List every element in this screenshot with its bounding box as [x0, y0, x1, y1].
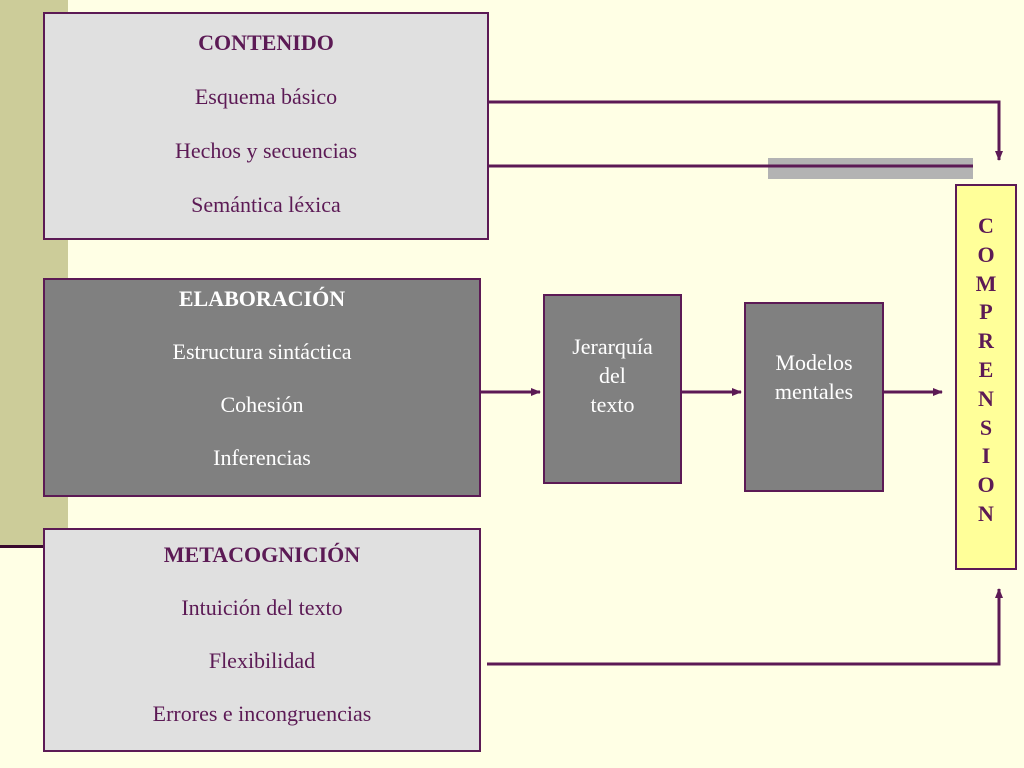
- comprension-letter: R: [978, 328, 994, 354]
- metacognicion-item-errores: Errores e incongruencias: [152, 701, 372, 726]
- left-decor-line: [0, 545, 44, 548]
- modelos-line-1: Modelos: [775, 350, 853, 375]
- modelos-line-2: mentales: [774, 379, 854, 404]
- comprension-letter: O: [977, 241, 995, 267]
- contenido-box: CONTENIDO Esquema básico Hechos y secuen…: [43, 12, 489, 240]
- comprension-letter: C: [978, 213, 994, 238]
- comprension-letter: O: [977, 472, 995, 498]
- elaboracion-item-cohesion: Cohesión: [220, 392, 304, 417]
- jerarquia-box: Jerarquía del texto: [543, 294, 682, 484]
- contenido-title: CONTENIDO: [198, 30, 334, 55]
- modelos-box: Modelos mentales: [744, 302, 884, 492]
- comprension-letter: S: [979, 414, 993, 440]
- comprension-letter: I: [981, 443, 991, 469]
- metacognicion-box: METACOGNICIÓN Intuición del texto Flexib…: [43, 528, 481, 752]
- comprension-box: C O M P R E N S I O N: [955, 184, 1017, 570]
- contenido-item-esquema: Esquema básico: [194, 84, 338, 109]
- jerarquia-line-1: Jerarquía: [572, 333, 653, 359]
- contenido-item-semantica: Semántica léxica: [191, 192, 341, 217]
- metacognicion-item-intuicion: Intuición del texto: [181, 595, 343, 620]
- comprension-letter: N: [978, 385, 994, 411]
- comprension-letter: M: [975, 270, 997, 296]
- contenido-item-hechos: Hechos y secuencias: [174, 138, 358, 163]
- jerarquia-line-2: del: [599, 362, 626, 388]
- metacognicion-title: METACOGNICIÓN: [163, 542, 361, 567]
- elaboracion-title: ELABORACIÓN: [178, 286, 346, 311]
- elaboracion-item-inferencias: Inferencias: [213, 445, 311, 470]
- elaboracion-item-estructura: Estructura sintáctica: [172, 339, 352, 364]
- comprension-letter: N: [978, 500, 994, 526]
- metacognicion-item-flexibilidad: Flexibilidad: [208, 648, 316, 673]
- gray-bar: [768, 158, 973, 179]
- elaboracion-box: ELABORACIÓN Estructura sintáctica Cohesi…: [43, 278, 481, 497]
- jerarquia-line-3: texto: [590, 391, 635, 417]
- comprension-letter: P: [979, 299, 993, 325]
- connector-esquema-comprension: [489, 100, 1003, 161]
- comprension-letter: E: [978, 356, 994, 382]
- connector-flexibilidad-comprension: [487, 588, 1003, 666]
